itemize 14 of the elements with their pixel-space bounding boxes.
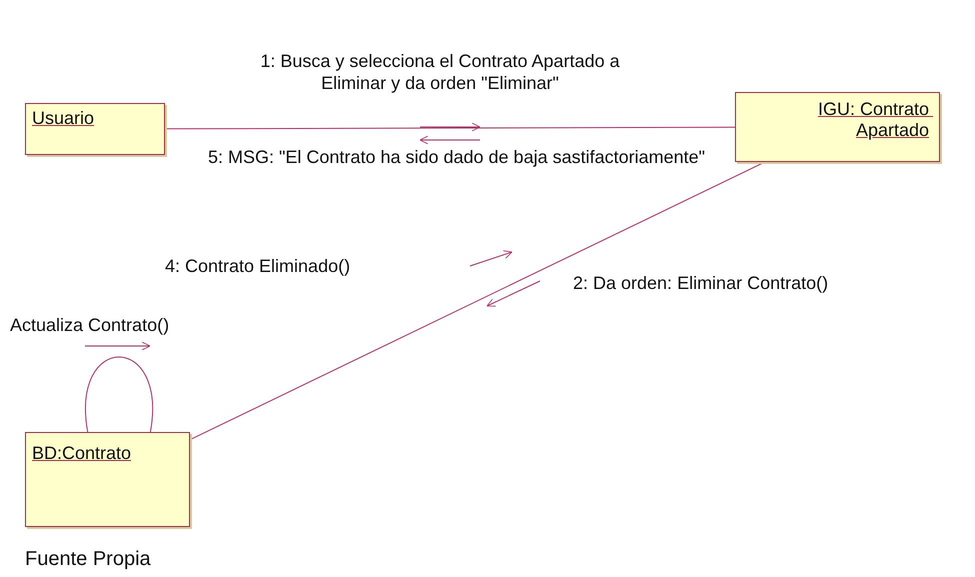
message-label: Actualiza Contrato() <box>10 314 170 336</box>
message-label: 1: Busca y selecciona el Contrato Apartado a Eliminar y da orden "Eliminar" <box>259 50 621 94</box>
message-label: 2: Da orden: Eliminar Contrato() <box>573 272 830 294</box>
message-label: 4: Contrato Eliminado() <box>165 255 352 277</box>
object-box <box>25 432 190 527</box>
object-name: IGU: Contrato Apartado <box>816 99 929 141</box>
message-label: 5: MSG: "El Contrato ha sido dado de baja sastifactoriamente" <box>208 146 706 168</box>
object-name: Usuario <box>32 108 94 129</box>
self-link <box>85 356 154 432</box>
link-line <box>164 126 736 130</box>
object-box <box>25 103 165 155</box>
object-name: BD:Contrato <box>32 443 132 464</box>
caption: Fuente Propia <box>25 548 151 570</box>
object-box <box>735 92 940 162</box>
